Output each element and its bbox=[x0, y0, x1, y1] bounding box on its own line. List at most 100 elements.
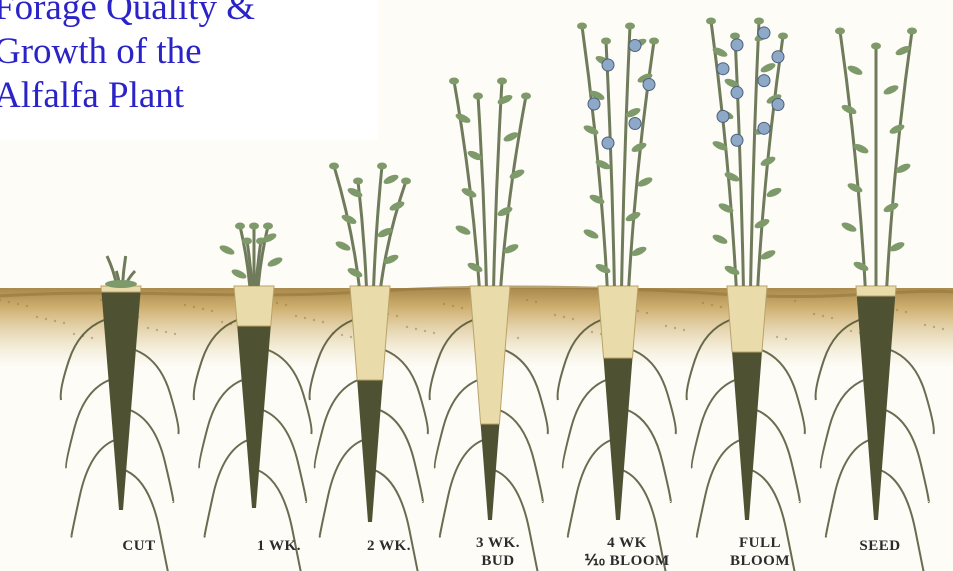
soil-speck bbox=[341, 334, 343, 336]
soil-speck bbox=[794, 300, 796, 302]
crown-4wk bbox=[598, 286, 638, 358]
stage-label-3wk-line-1: 3 WK. bbox=[476, 534, 520, 552]
stem-full bbox=[735, 36, 743, 286]
leaf-2wk bbox=[382, 173, 399, 186]
soil-speck bbox=[285, 304, 287, 306]
stem-tip-1wk bbox=[263, 223, 273, 230]
soil-speck bbox=[174, 333, 176, 335]
stem-tip-3wk bbox=[473, 93, 483, 100]
crown-buds-cut bbox=[105, 280, 137, 288]
stem-tip-4wk bbox=[577, 23, 587, 30]
stage-label-full: FULL BLOOM bbox=[730, 534, 790, 570]
stem-tip-2wk bbox=[353, 178, 363, 185]
stem-tip-4wk bbox=[649, 38, 659, 45]
flower-full bbox=[772, 98, 784, 110]
soil-speck bbox=[572, 318, 574, 320]
leaf-3wk bbox=[454, 224, 471, 237]
stage-label-full-line-1: FULL bbox=[730, 534, 790, 552]
title-line-2: Growth of the bbox=[0, 32, 202, 72]
soil-speck bbox=[720, 306, 722, 308]
root-lateral-seed bbox=[880, 470, 923, 571]
soil-speck bbox=[276, 302, 278, 304]
leaf-seed bbox=[882, 83, 899, 96]
soil-speck bbox=[295, 315, 297, 317]
root-lateral-full bbox=[756, 410, 799, 502]
leaf-3wk bbox=[454, 112, 471, 125]
leaf-4wk bbox=[582, 123, 599, 136]
soil-speck bbox=[73, 333, 75, 335]
soil-speck bbox=[461, 307, 463, 309]
soil-speck bbox=[100, 299, 102, 301]
leaf-full bbox=[765, 186, 782, 199]
stage-label-seed: SEED bbox=[859, 537, 900, 555]
crown-2wk bbox=[350, 286, 390, 380]
soil-speck bbox=[702, 302, 704, 304]
soil-speck bbox=[517, 337, 519, 339]
root-lateral-2wk bbox=[315, 380, 358, 468]
soil-speck bbox=[646, 312, 648, 314]
stem-tip-3wk bbox=[449, 78, 459, 85]
flower-full bbox=[758, 27, 770, 39]
flower-4wk bbox=[629, 118, 641, 130]
soil-speck bbox=[831, 317, 833, 319]
soil-speck bbox=[17, 303, 19, 305]
soil-speck bbox=[63, 322, 65, 324]
stage-label-seed-line-1: SEED bbox=[859, 537, 900, 555]
leaf-full bbox=[723, 264, 740, 277]
soil-speck bbox=[942, 328, 944, 330]
stem-tip-1wk bbox=[249, 223, 259, 230]
leaf-4wk bbox=[594, 262, 611, 275]
stem-tip-full bbox=[754, 18, 764, 25]
stem-tip-full bbox=[778, 33, 788, 40]
leaf-3wk bbox=[466, 261, 483, 274]
root-lateral-3wk bbox=[440, 440, 483, 537]
soil-speck bbox=[563, 316, 565, 318]
stem-2wk bbox=[334, 166, 359, 286]
root-lateral-cut bbox=[71, 440, 114, 537]
stage-label-1wk-line-1: 1 WK. bbox=[257, 537, 301, 555]
leaf-3wk bbox=[496, 93, 513, 106]
flower-full bbox=[731, 39, 743, 51]
soil-speck bbox=[711, 304, 713, 306]
soil-speck bbox=[424, 330, 426, 332]
leaf-seed bbox=[846, 181, 863, 194]
stage-label-3wk: 3 WK. BUD bbox=[476, 534, 520, 570]
soil-speck bbox=[591, 331, 593, 333]
flower-4wk bbox=[629, 40, 641, 52]
flower-4wk bbox=[602, 137, 614, 149]
flower-full bbox=[772, 51, 784, 63]
root-lateral-1wk bbox=[199, 380, 242, 468]
stem-3wk bbox=[501, 96, 526, 286]
stage-label-cut: CUT bbox=[122, 537, 155, 555]
root-lateral-4wk bbox=[563, 380, 606, 468]
root-lateral-seed bbox=[885, 410, 928, 502]
root-lateral-2wk bbox=[320, 440, 363, 537]
stem-tip-full bbox=[730, 33, 740, 40]
stage-label-2wk: 2 WK. bbox=[367, 537, 411, 555]
root-lateral-3wk bbox=[499, 410, 542, 502]
soil-speck bbox=[211, 310, 213, 312]
flower-full bbox=[731, 134, 743, 146]
root-lateral-2wk bbox=[374, 470, 417, 571]
stem-tip-2wk bbox=[401, 178, 411, 185]
soil-speck bbox=[526, 299, 528, 301]
flower-4wk bbox=[602, 59, 614, 71]
stage-label-4wk: 4 WK ⅒ BLOOM bbox=[584, 534, 669, 570]
stem-tip-4wk bbox=[601, 38, 611, 45]
leaf-4wk bbox=[636, 175, 653, 188]
stem-tip-1wk bbox=[235, 223, 245, 230]
leaf-2wk bbox=[346, 266, 363, 279]
soil-speck bbox=[304, 317, 306, 319]
flower-full bbox=[758, 122, 770, 134]
stage-label-4wk-line-2: ⅒ BLOOM bbox=[584, 552, 669, 570]
title-line-3: Alfalfa Plant bbox=[0, 76, 184, 116]
soil-speck bbox=[554, 314, 556, 316]
leaf-1wk bbox=[218, 243, 235, 256]
stage-label-1wk: 1 WK. bbox=[257, 537, 301, 555]
soil-speck bbox=[822, 315, 824, 317]
root-lateral-full bbox=[697, 440, 740, 537]
stage-label-full-line-2: BLOOM bbox=[730, 552, 790, 570]
soil-speck bbox=[905, 311, 907, 313]
soil-speck bbox=[45, 318, 47, 320]
leaf-4wk bbox=[630, 245, 647, 258]
